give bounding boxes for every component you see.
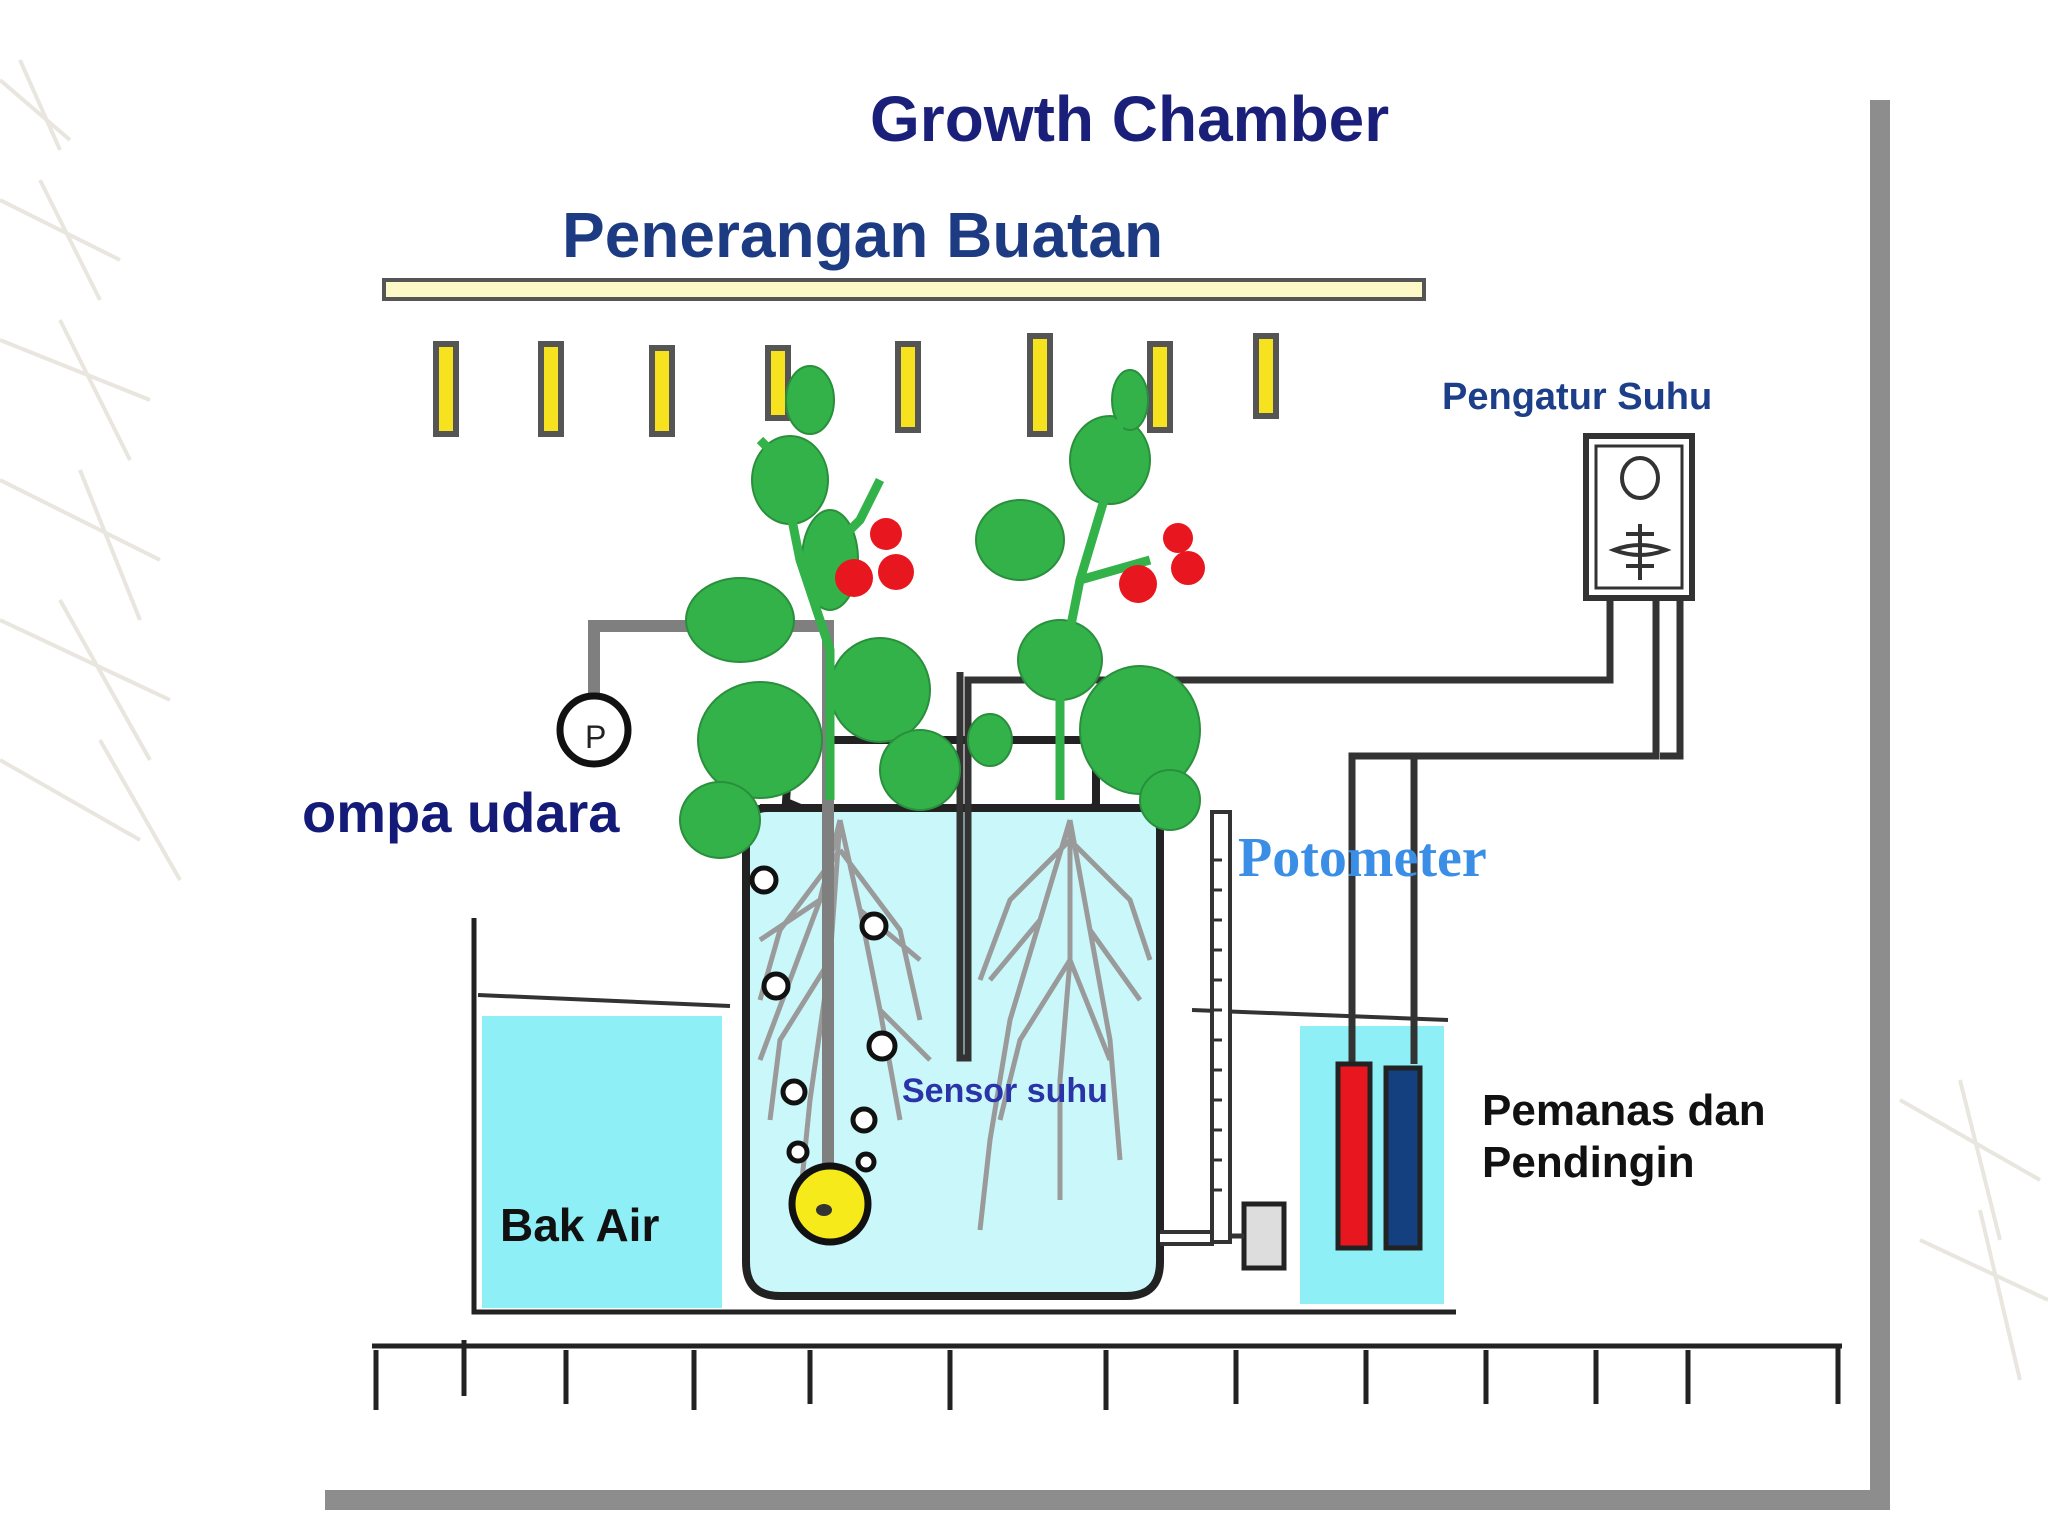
temperature-sensor-label: Sensor suhu [902,1072,1108,1110]
heater-cooler-label-line1: Pemanas dan [1482,1086,1766,1135]
background-decoration [0,59,2048,1381]
artificial-light [382,278,1426,437]
potometer-label: Potometer [1238,827,1487,889]
air-stone-icon [788,1162,872,1246]
heater-cooler [1335,1061,1423,1251]
diagram-title: Growth Chamber [870,83,1390,155]
air-pump-label: ompa udara [302,781,620,844]
air-bubbles [749,865,898,1173]
tomato-plants [679,365,1205,859]
potometer [1160,810,1287,1271]
artificial-light-label: Penerangan Buatan [562,199,1164,271]
light-rays [433,333,1279,437]
thermostat-dial-icon [1620,456,1660,500]
roots [757,819,1153,1231]
pump-symbol-icon: P [585,719,606,755]
fan-icon [1608,524,1672,580]
thermostat-label: Pengatur Suhu [1442,376,1713,418]
heater-cooler-label-line2: Pendingin [1482,1138,1695,1187]
floor [372,1340,1842,1410]
thermostat [1348,433,1695,1064]
chamber-frame [325,100,1890,1510]
water-tank-label: Bak Air [500,1199,660,1251]
